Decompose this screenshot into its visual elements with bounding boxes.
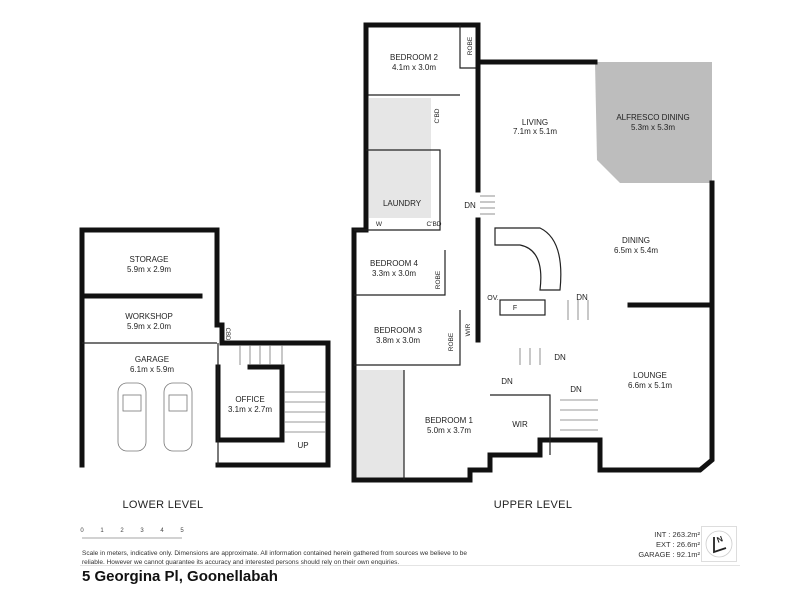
kitchen-island [499,299,546,316]
robe-label: ROBE [435,270,442,289]
bedroom3-label: BEDROOM 3 [374,326,423,335]
dining-label: DINING [622,236,650,245]
compass-north-label: N [716,534,725,545]
alfresco-area [595,62,712,183]
cbd-label: C'BD [427,221,442,228]
dn-label: DN [554,353,566,362]
alfresco-dims: 5.3m x 5.3m [631,123,675,132]
workshop-label: WORKSHOP [125,312,173,321]
wir-wall [490,394,551,455]
laundry-label: LAUNDRY [383,199,422,208]
car-icon [117,382,147,452]
dn-label: DN [501,377,513,386]
office-label: OFFICE [235,395,264,404]
storage-label: STORAGE [130,255,169,264]
oven-label: OV. [487,295,498,302]
area-summary: INT : 263.2m² EXT : 26.6m² GARAGE : 92.1… [600,530,700,560]
stairs-lower [239,345,326,433]
upper-outer-wall [351,92,715,483]
lower-level-title: LOWER LEVEL [123,499,204,511]
bedroom1-label: BEDROOM 1 [425,416,474,425]
lower-outer-wall [79,227,331,468]
scale-tick: 5 [180,528,184,534]
int-area: INT : 263.2m² [654,530,700,539]
scale-tick: 2 [120,528,124,534]
wir-label: WIR [465,323,472,336]
cbd-label: CBD [224,328,230,341]
up-label: UP [297,441,308,450]
robe-wall [459,25,478,69]
laundry-wall [354,149,441,231]
bedroom2-dims: 4.1m x 3.0m [392,63,436,72]
bedroom4-dims: 3.3m x 3.0m [372,269,416,278]
garage-area: GARAGE : 92.1m² [638,550,700,559]
workshop-dims: 5.9m x 2.0m [127,322,171,331]
ext-area: EXT : 26.6m² [655,540,700,549]
ensuite-area [354,370,404,480]
bedroom2-label: BEDROOM 2 [390,53,439,62]
lower-level: STORAGE 5.9m x 2.9m WORKSHOP 5.9m x 2.0m… [79,227,331,511]
storage-dims: 5.9m x 2.9m [127,265,171,274]
upper-level-title: UPPER LEVEL [494,499,573,511]
bedroom2-wall [363,22,598,98]
dining-dims: 6.5m x 5.4m [614,246,658,255]
robe-label: ROBE [467,36,474,55]
dn-label: DN [576,293,588,302]
stairs-upper [480,195,598,431]
cbd-label: C'BD [434,108,441,123]
compass-icon: N [701,526,737,562]
upper-level: BEDROOM 2 4.1m x 3.0m ROBE C'BD LIVING 7… [351,22,715,511]
fridge-label: F [513,305,517,312]
living-dims: 7.1m x 5.1m [513,127,557,136]
divider [80,565,740,566]
disclaimer: Scale in meters, indicative only. Dimens… [82,550,468,566]
bedroom1-dims: 5.0m x 3.7m [427,426,471,435]
garage-label: GARAGE [135,355,169,364]
car-icon [163,382,193,452]
bedroom4-label: BEDROOM 4 [370,259,419,268]
lounge-dims: 6.6m x 5.1m [628,381,672,390]
office-dims: 3.1m x 2.7m [228,405,272,414]
living-label: LIVING [522,118,548,127]
scale-tick: 4 [160,528,164,534]
robe-label: ROBE [448,332,455,351]
scale-tick: 0 [80,528,84,534]
bedroom3-dims: 3.8m x 3.0m [376,336,420,345]
wir-label: WIR [512,420,528,429]
bedroom3-wall [354,310,461,366]
garage-dims: 6.1m x 5.9m [130,365,174,374]
lounge-label: LOUNGE [633,371,667,380]
scale-tick: 3 [140,528,144,534]
w-label: W [376,221,383,228]
dn-label: DN [570,385,582,394]
bedroom4-wall [354,250,446,296]
kitchen-bench [494,227,562,291]
dn-label: DN [464,201,476,210]
wet-area [369,98,431,218]
property-address: 5 Georgina Pl, Goonellabah [82,568,278,585]
alfresco-label: ALFRESCO DINING [616,113,689,122]
scale-bar: 0 1 2 3 4 5 [80,528,184,539]
scale-tick: 1 [100,528,104,534]
